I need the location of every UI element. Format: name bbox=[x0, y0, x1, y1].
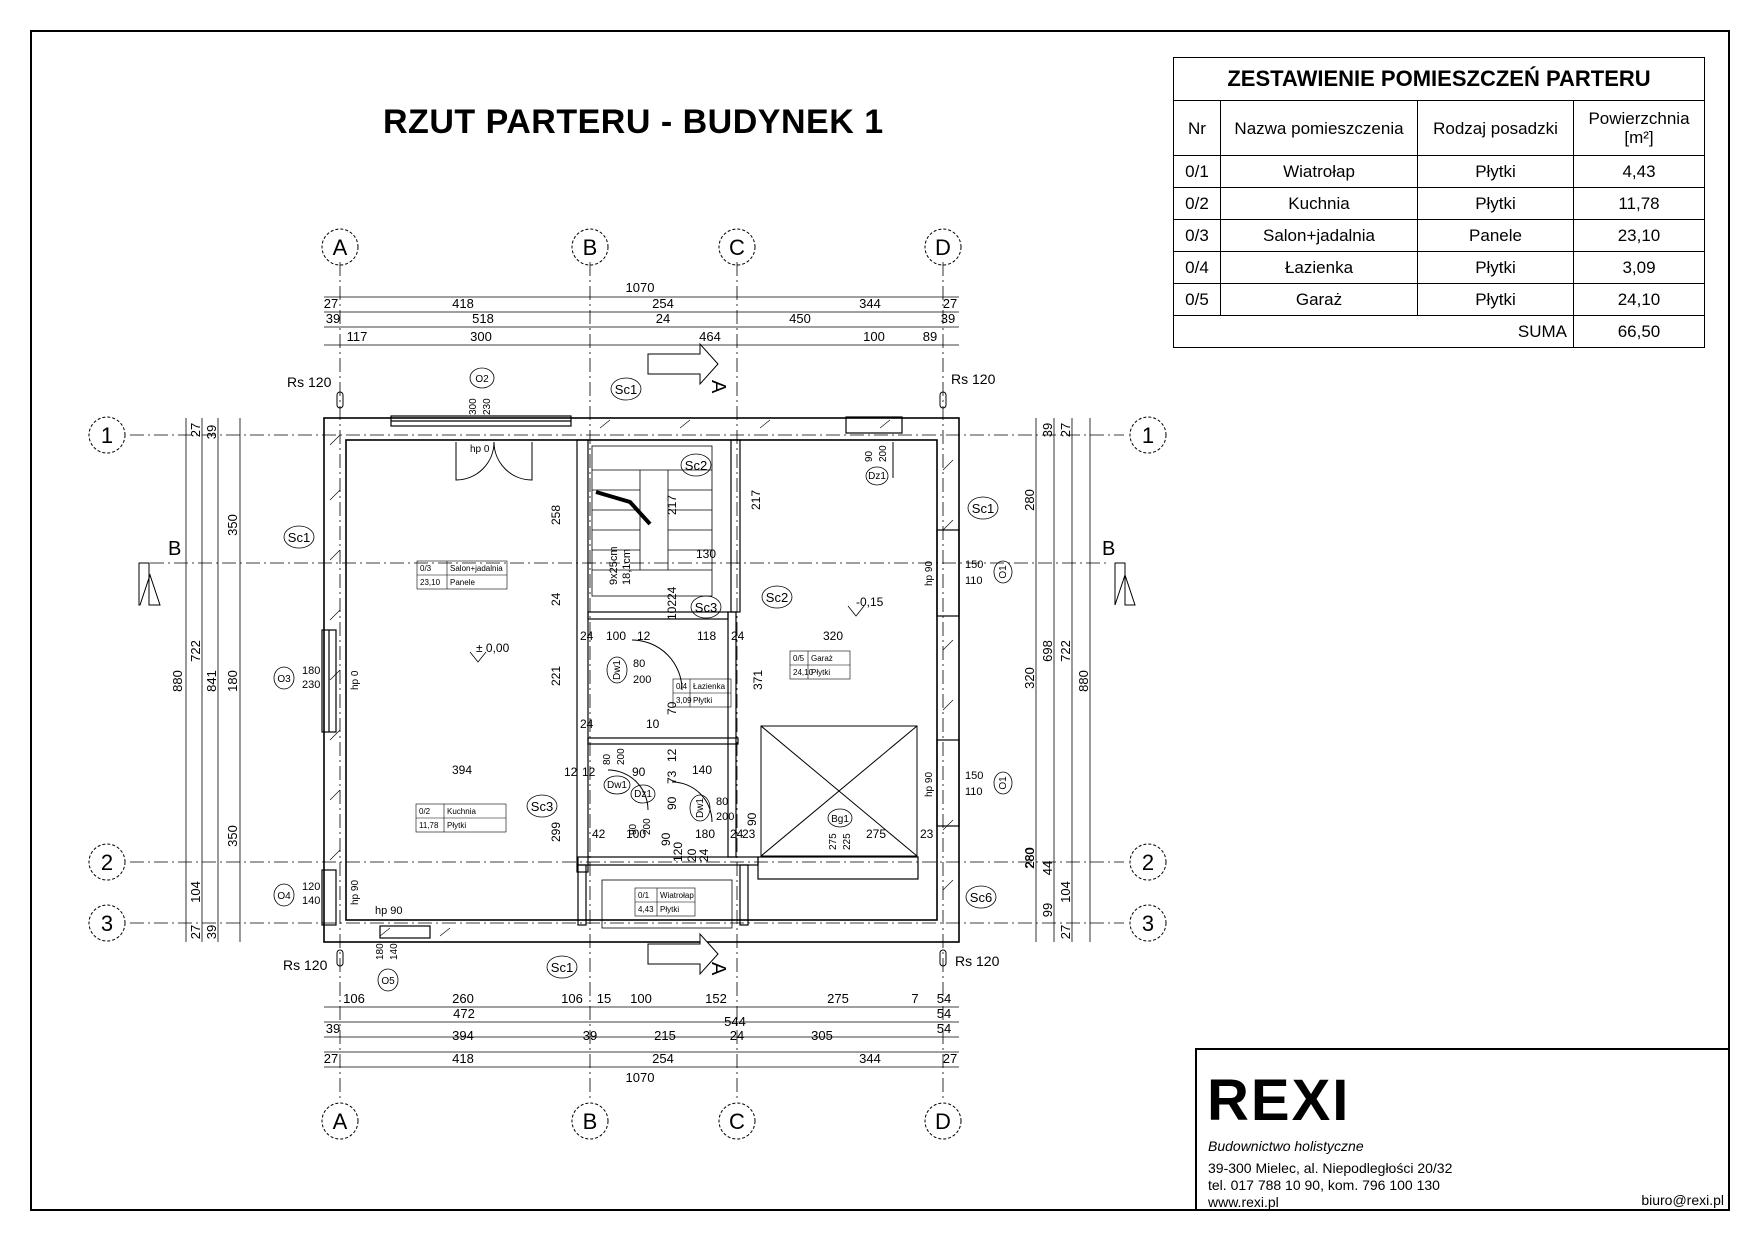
cell-area: 4,43 bbox=[1573, 155, 1705, 188]
cell-floor: Płytki bbox=[1417, 187, 1574, 220]
rooms-schedule-table: ZESTAWIENIE POMIESZCZEŃ PARTERU Nr Nazwa… bbox=[1173, 57, 1705, 348]
cell-name: Garaż bbox=[1220, 283, 1418, 316]
cell-floor: Płytki bbox=[1417, 251, 1574, 284]
table-row: 0/2 Kuchnia Płytki 11,78 bbox=[1173, 187, 1705, 220]
cell-name: Wiatrołap bbox=[1220, 155, 1418, 188]
cell-area: 23,10 bbox=[1573, 219, 1705, 252]
table-sum-row: SUMA 66,50 bbox=[1173, 315, 1705, 348]
company-address: 39-300 Mielec, al. Niepodległości 20/32 … bbox=[1208, 1160, 1452, 1211]
email-link[interactable]: biuro@rexi.pl bbox=[1641, 1192, 1724, 1208]
cell-area: 24,10 bbox=[1573, 283, 1705, 316]
cell-nr: 0/4 bbox=[1173, 251, 1221, 284]
col-floor: Rodzaj posadzki bbox=[1417, 100, 1574, 156]
sum-label: SUMA bbox=[1173, 315, 1574, 348]
table-row: 0/4 Łazienka Płytki 3,09 bbox=[1173, 251, 1705, 284]
cell-nr: 0/1 bbox=[1173, 155, 1221, 188]
col-area: Powierzchnia [m²] bbox=[1573, 100, 1705, 156]
table-row: 0/1 Wiatrołap Płytki 4,43 bbox=[1173, 155, 1705, 188]
cell-floor: Płytki bbox=[1417, 155, 1574, 188]
table-heading: ZESTAWIENIE POMIESZCZEŃ PARTERU bbox=[1173, 57, 1705, 101]
col-name: Nazwa pomieszczenia bbox=[1220, 100, 1418, 156]
cell-floor: Płytki bbox=[1417, 283, 1574, 316]
cell-name: Kuchnia bbox=[1220, 187, 1418, 220]
cell-floor: Panele bbox=[1417, 219, 1574, 252]
table-row: 0/5 Garaż Płytki 24,10 bbox=[1173, 283, 1705, 316]
cell-name: Łazienka bbox=[1220, 251, 1418, 284]
cell-area: 11,78 bbox=[1573, 187, 1705, 220]
website-link[interactable]: www.rexi.pl bbox=[1208, 1194, 1279, 1210]
cell-name: Salon+jadalnia bbox=[1220, 219, 1418, 252]
address-line: 39-300 Mielec, al. Niepodległości 20/32 bbox=[1208, 1160, 1453, 1176]
sum-value: 66,50 bbox=[1573, 315, 1705, 348]
cell-nr: 0/5 bbox=[1173, 283, 1221, 316]
table-row: 0/3 Salon+jadalnia Panele 23,10 bbox=[1173, 219, 1705, 252]
title-block: REXI Budownictwo holistyczne 39-300 Miel… bbox=[1195, 1048, 1730, 1211]
cell-nr: 0/3 bbox=[1173, 219, 1221, 252]
col-nr: Nr bbox=[1173, 100, 1221, 156]
drawing-title: RZUT PARTERU - BUDYNEK 1 bbox=[383, 103, 884, 141]
cell-area: 3,09 bbox=[1573, 251, 1705, 284]
phone-line: tel. 017 788 10 90, kom. 796 100 130 bbox=[1208, 1177, 1440, 1193]
sheet-border bbox=[30, 30, 1730, 1211]
company-logo: REXI bbox=[1207, 1068, 1351, 1133]
company-tagline: Budownictwo holistyczne bbox=[1208, 1138, 1364, 1154]
cell-nr: 0/2 bbox=[1173, 187, 1221, 220]
